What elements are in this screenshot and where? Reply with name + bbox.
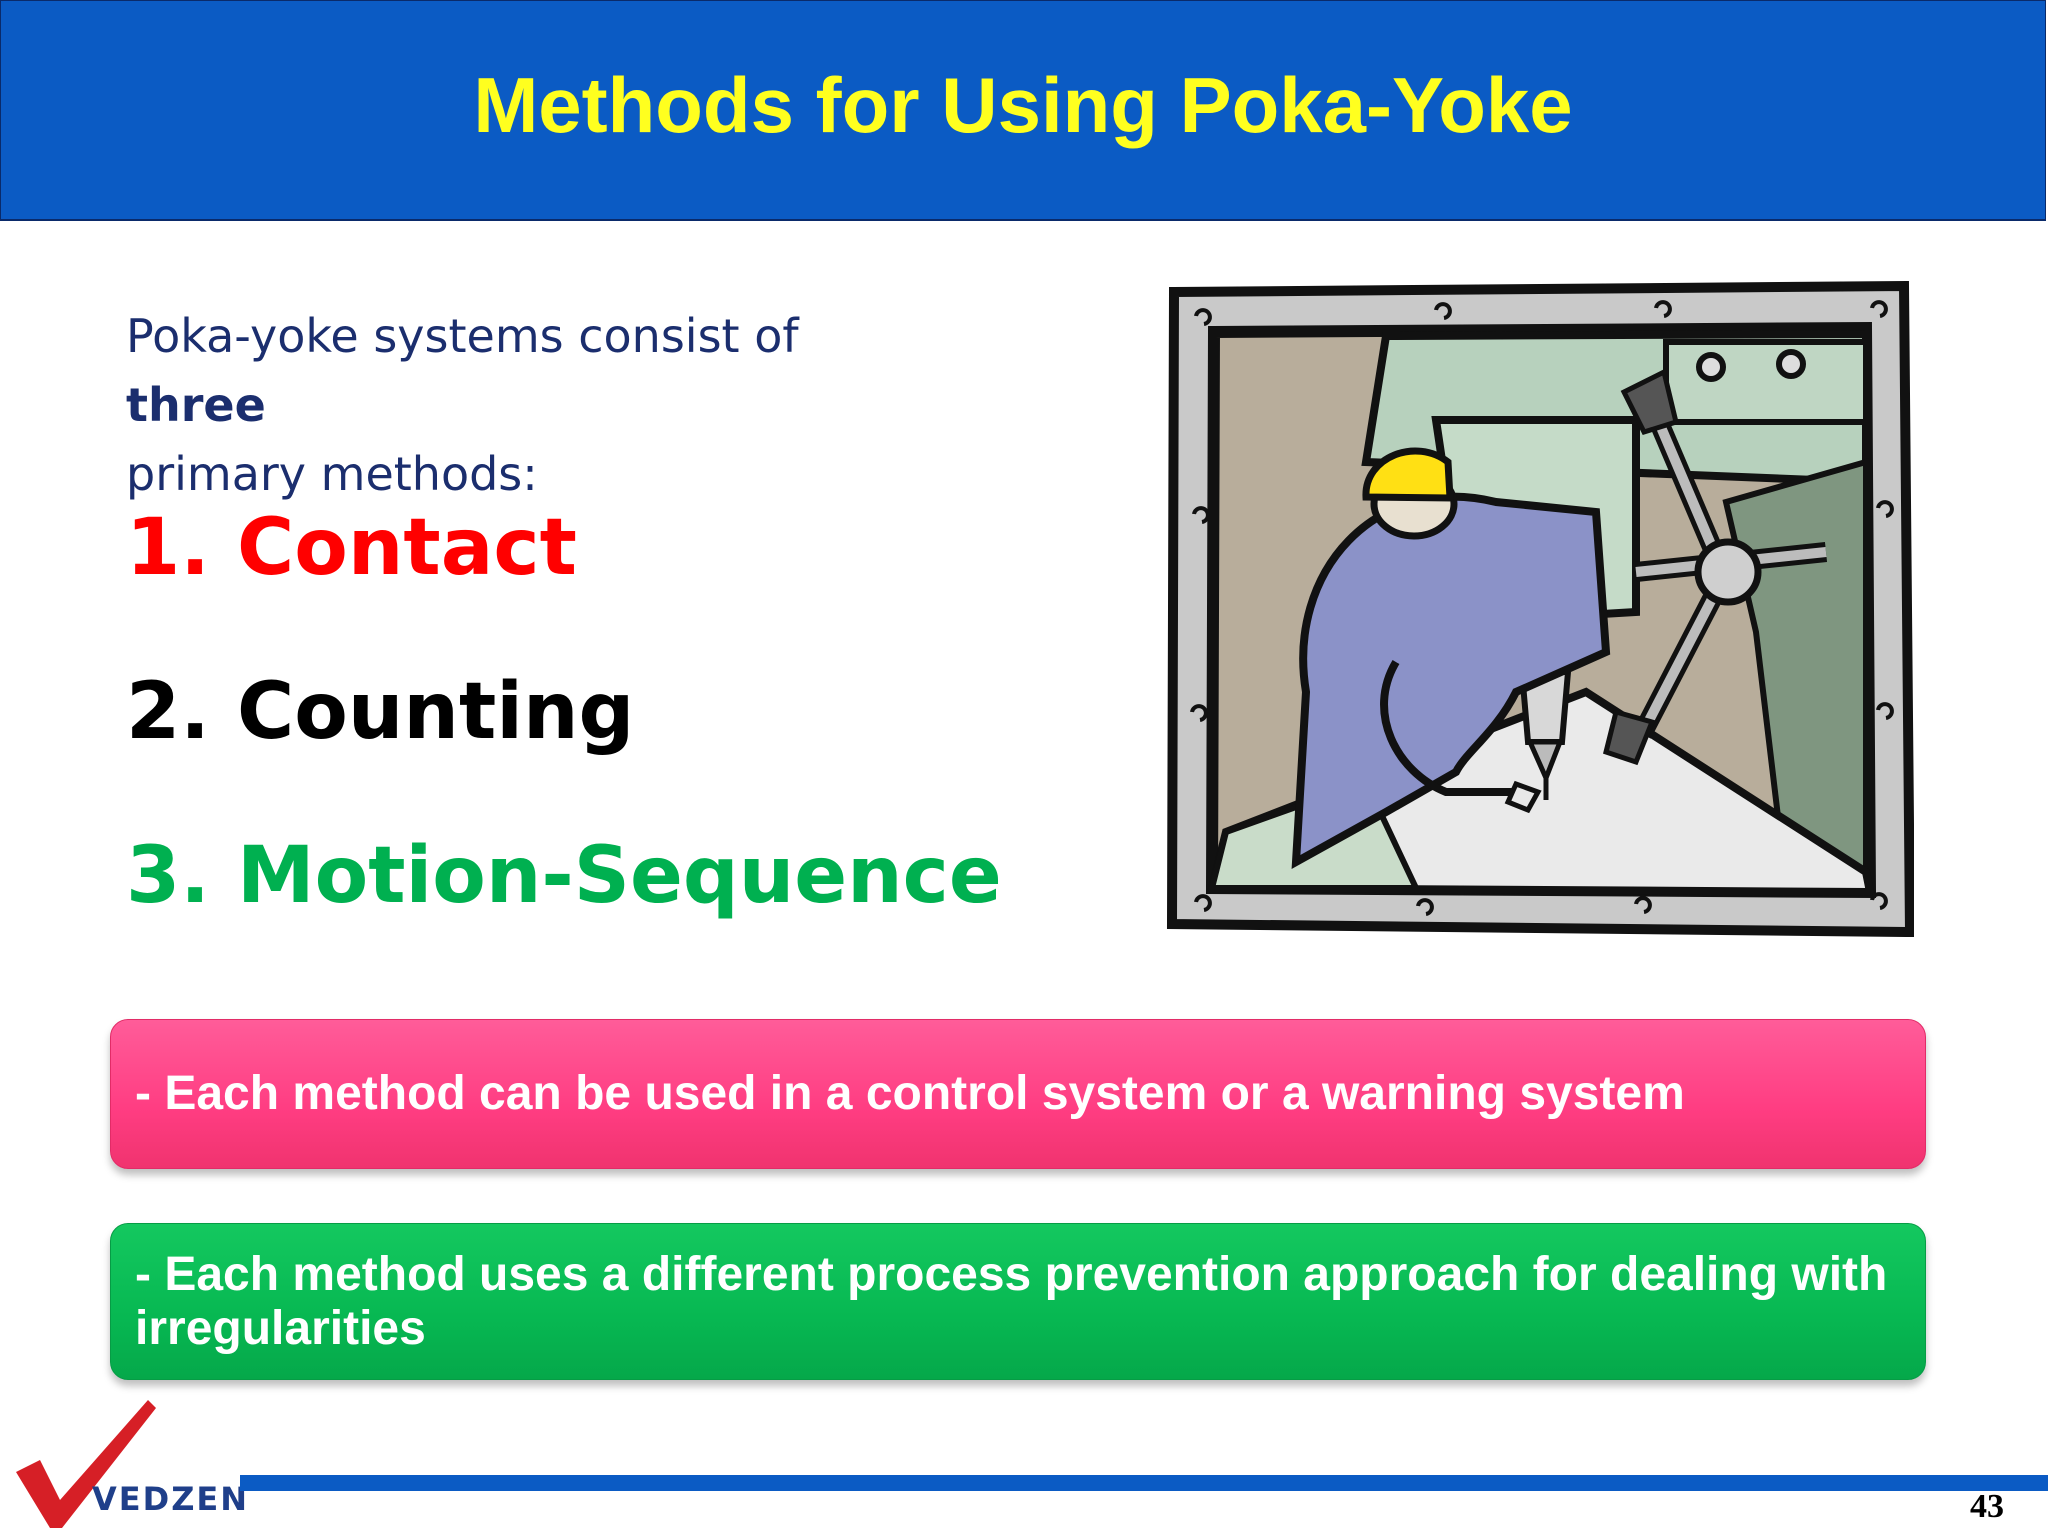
callout-process-prevention: - Each method uses a different process p… [110,1223,1926,1380]
intro-prefix: Poka-yoke systems consist of [126,309,799,363]
intro-suffix: primary methods: [126,447,538,501]
method-motion-sequence: 3. Motion-Sequence [126,831,1002,921]
footer-rule [240,1475,2048,1491]
method-contact: 1. Contact [126,503,577,593]
callout-control-warning: - Each method can be used in a control s… [110,1019,1926,1169]
intro-text: Poka-yoke systems consist of three prima… [126,302,946,509]
title-bar: Methods for Using Poka-Yoke [0,0,2046,221]
method-counting: 2. Counting [126,667,635,757]
worker-at-drill-press-illustration [1166,280,1914,938]
callout-process-prevention-text: - Each method uses a different process p… [135,1248,1888,1355]
page-number: 43 [1970,1488,2004,1525]
intro-bold: three [126,378,266,432]
slide-title: Methods for Using Poka-Yoke [473,61,1573,149]
callout-control-warning-text: - Each method can be used in a control s… [135,1067,1685,1120]
red-checkmark-logo [16,1400,156,1528]
company-logo-text: VEDZEN [92,1480,250,1518]
